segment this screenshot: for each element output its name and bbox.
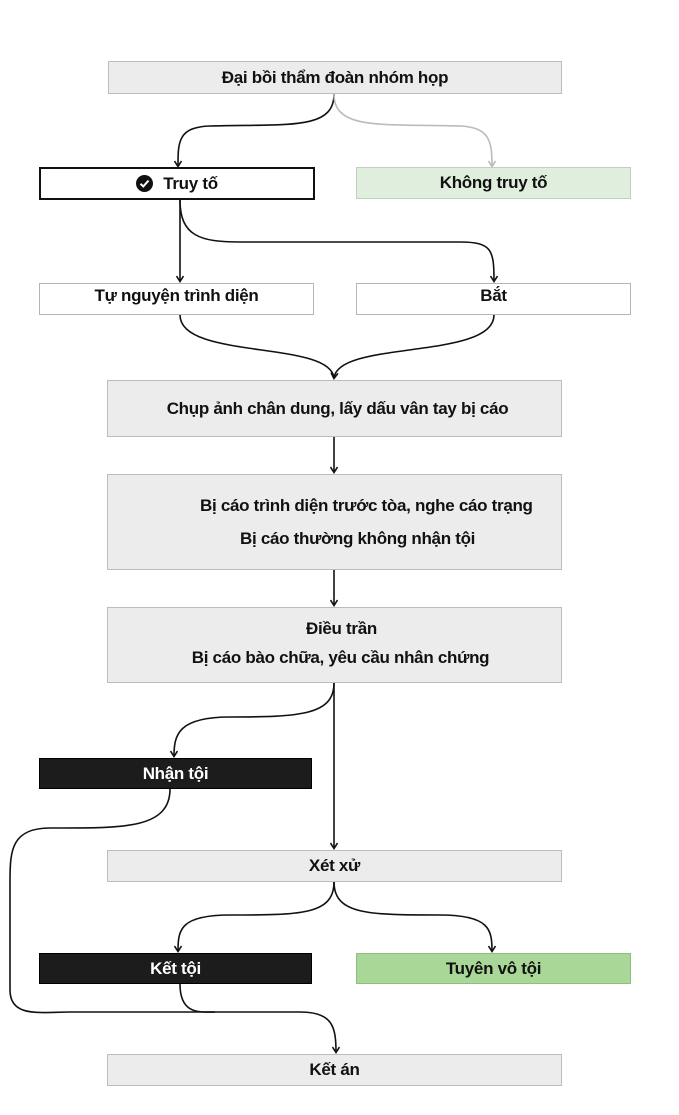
arrow-voluntary-merge — [179, 314, 335, 379]
node-no-indictment: Không truy tố — [356, 167, 631, 199]
arrow-indict-to-arrest — [179, 199, 494, 281]
node-conviction: Kết tội — [39, 953, 312, 984]
node-guilty-plea: Nhận tội — [39, 758, 312, 789]
arrow-hearing-to-guilty-plea — [174, 682, 335, 756]
arrow-jury-to-no-indict — [333, 93, 492, 166]
arrow-arrest-merge — [334, 314, 495, 378]
node-conviction-label: Kết tội — [150, 958, 201, 978]
node-arraignment-line2: Bị cáo thường không nhận tội — [240, 529, 476, 548]
node-indictment: Truy tố — [39, 167, 315, 200]
node-booking: Chụp ảnh chân dung, lấy dấu vân tay bị c… — [107, 380, 562, 437]
node-acquittal: Tuyên vô tội — [356, 953, 631, 984]
node-guilty-plea-label: Nhận tội — [142, 763, 209, 783]
node-indictment-label: Truy tố — [163, 173, 218, 193]
node-sentencing-label: Kết án — [309, 1060, 360, 1079]
arrow-jury-to-indict — [178, 93, 335, 166]
node-trial-label: Xét xử — [308, 856, 361, 875]
arrow-trial-to-acquitted — [333, 881, 492, 951]
node-hearing-line1: Điều trần — [306, 618, 377, 638]
node-sentencing: Kết án — [107, 1054, 562, 1086]
arrow-convicted-to-sentence — [179, 983, 216, 1013]
node-booking-label: Chụp ảnh chân dung, lấy dấu vân tay bị c… — [166, 398, 509, 418]
node-arraignment-line1: Bị cáo trình diện trước tòa, nghe cáo tr… — [200, 495, 533, 515]
node-voluntary-surrender-label: Tự nguyện trình diện — [94, 286, 259, 305]
arrow-trial-to-convicted — [178, 881, 335, 951]
node-grand-jury: Đại bồi thẩm đoàn nhóm họp — [108, 61, 562, 94]
check-circle-icon — [136, 175, 154, 192]
node-hearing: Điều trần Bị cáo bào chữa, yêu cầu nhân … — [107, 607, 562, 683]
node-grand-jury-label: Đại bồi thẩm đoàn nhóm họp — [221, 67, 449, 87]
node-no-indictment-label: Không truy tố — [439, 173, 548, 192]
node-arrest-label: Bắt — [480, 286, 507, 305]
arrow-guilty-plea-to-sentence — [9, 788, 336, 1052]
node-acquittal-label: Tuyên vô tội — [445, 958, 542, 978]
node-hearing-line2: Bị cáo bào chữa, yêu cầu nhân chứng — [191, 648, 490, 667]
node-arrest: Bắt — [356, 283, 631, 315]
node-trial: Xét xử — [107, 850, 562, 882]
node-arraignment: Bị cáo trình diện trước tòa, nghe cáo tr… — [107, 474, 562, 570]
node-voluntary-surrender: Tự nguyện trình diện — [39, 283, 314, 315]
